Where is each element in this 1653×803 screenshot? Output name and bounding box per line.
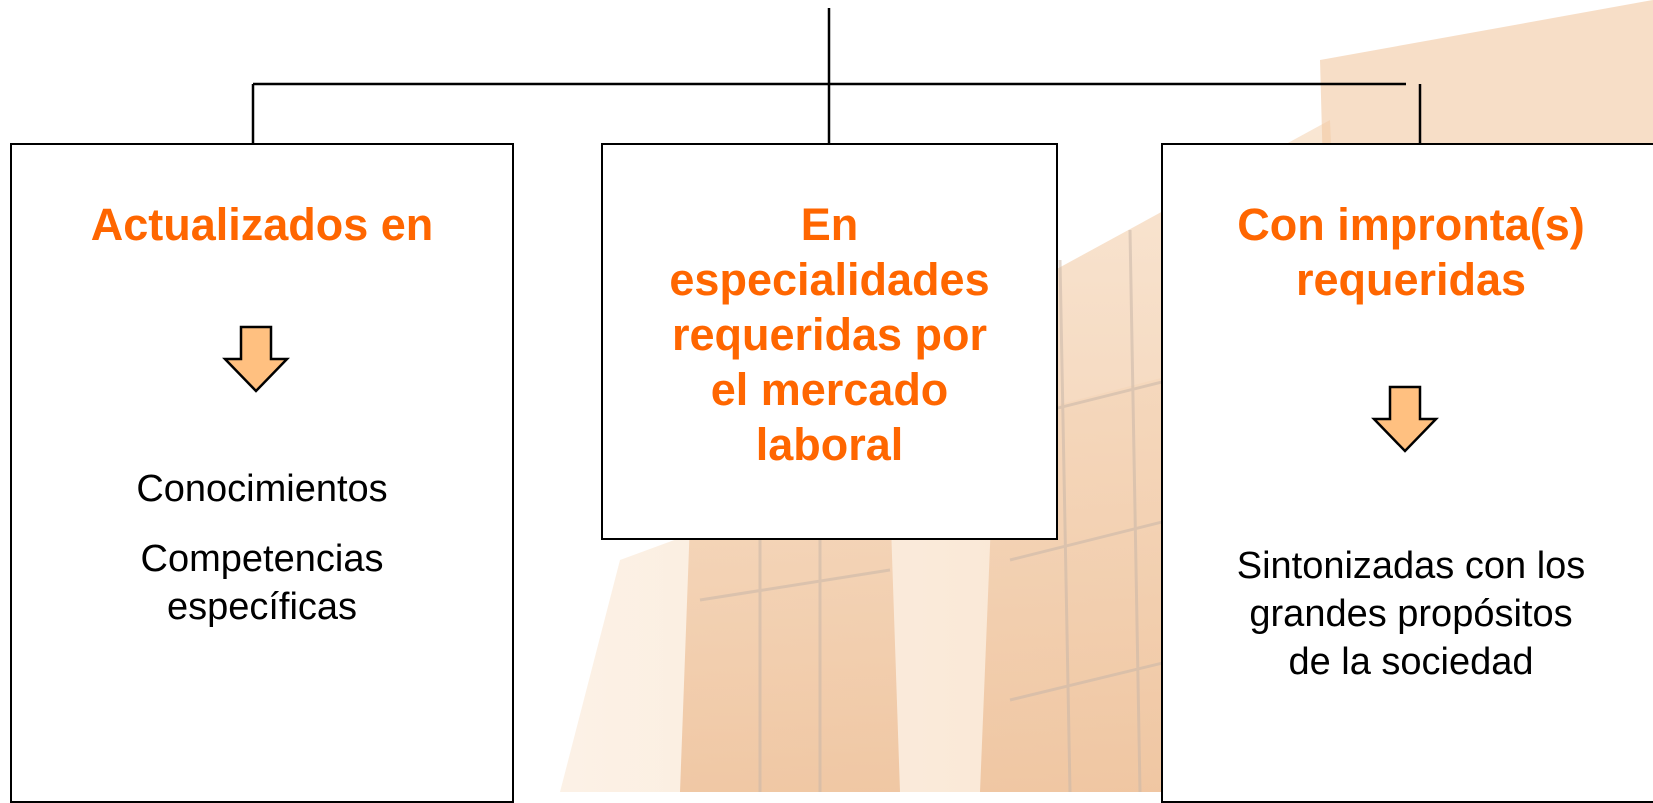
list-item: específicas xyxy=(166,586,358,628)
list-item: de la sociedad xyxy=(1288,641,1534,683)
list-item: Conocimientos xyxy=(136,468,388,510)
heading-line: especialidades xyxy=(669,254,990,305)
box-heading: En especialidades requeridas por el merc… xyxy=(603,197,1056,472)
box-heading: Actualizados en xyxy=(12,197,512,252)
box-items: Conocimientos Competencias específicas xyxy=(12,465,512,631)
down-arrow-icon xyxy=(222,325,290,393)
list-item: Competencias xyxy=(140,538,384,580)
box-items: Sintonizadas con los grandes propósitos … xyxy=(1163,542,1653,686)
heading-line: Con impronta(s) xyxy=(1237,199,1585,250)
down-arrow-icon xyxy=(1371,385,1439,453)
list-item: grandes propósitos xyxy=(1249,593,1573,635)
heading-line: laboral xyxy=(755,419,904,470)
heading-line: requeridas xyxy=(1295,254,1527,305)
list-item: Sintonizadas con los xyxy=(1236,545,1586,587)
heading-line: requeridas por xyxy=(671,309,988,360)
box-especialidades: En especialidades requeridas por el merc… xyxy=(601,143,1058,540)
box-heading: Con impronta(s) requeridas xyxy=(1163,197,1653,307)
box-actualizados: Actualizados en Conocimientos Competenci… xyxy=(10,143,514,803)
box-impronta: Con impronta(s) requeridas Sintonizadas … xyxy=(1161,143,1653,803)
heading-line: En xyxy=(800,199,859,250)
heading-line: Actualizados en xyxy=(90,199,434,250)
heading-line: el mercado xyxy=(710,364,949,415)
